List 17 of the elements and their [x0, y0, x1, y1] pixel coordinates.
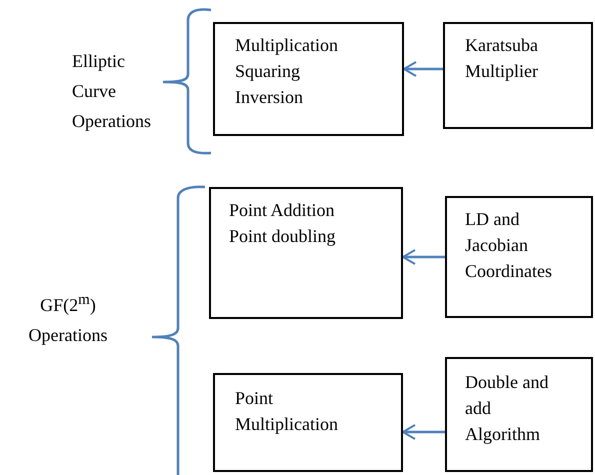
- process-box: [209, 187, 403, 319]
- arrow: [402, 424, 445, 440]
- box-text: Point Addition Point doubling: [229, 199, 337, 248]
- process-box: [445, 196, 593, 318]
- process-box: [213, 373, 403, 472]
- box-text: Point Multiplication: [235, 387, 339, 436]
- box-text: Karatsuba Multiplier: [465, 34, 539, 83]
- process-box: [213, 22, 404, 136]
- arrow: [403, 61, 443, 77]
- process-box: [443, 22, 593, 129]
- process-box: [445, 357, 593, 472]
- arrow: [402, 249, 445, 265]
- box-text: Multiplication Squaring Inversion: [235, 34, 339, 109]
- box-text: Double and add Algorithm: [465, 371, 550, 446]
- group-label: GF(2$^{m}$) Operations: [28, 291, 108, 347]
- group-label: Elliptic Curve Operations: [72, 50, 152, 133]
- box-text: LD and Jacobian Coordinates: [465, 208, 553, 283]
